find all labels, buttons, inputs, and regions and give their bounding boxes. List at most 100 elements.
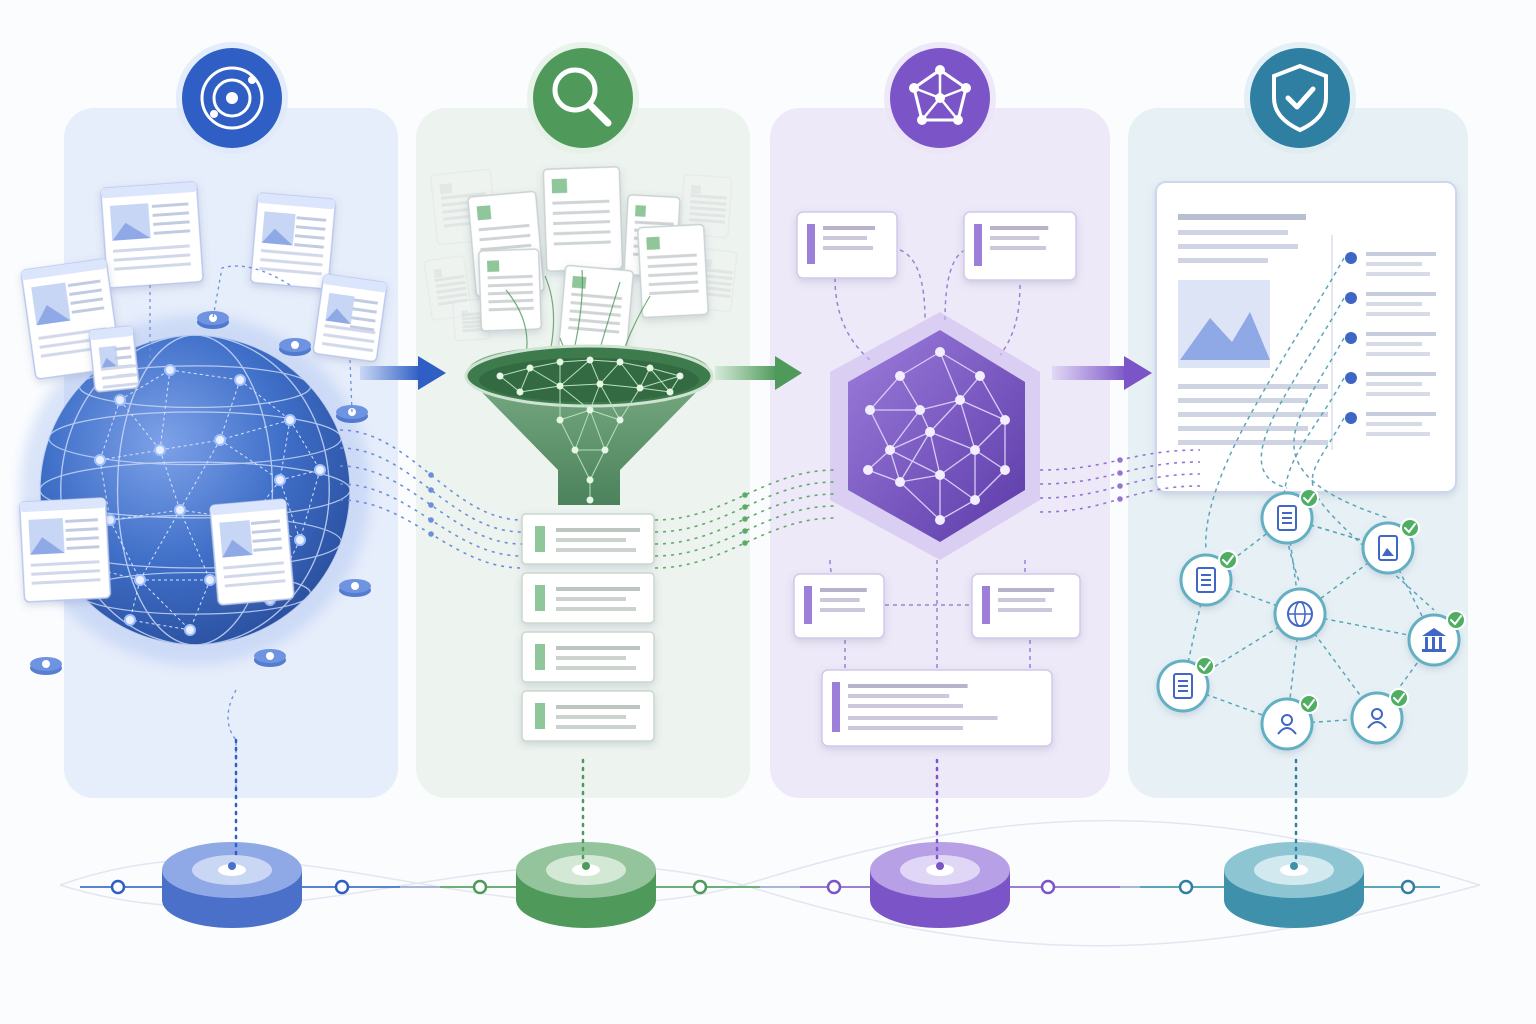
bottom-timeline bbox=[59, 738, 1481, 947]
entity-card bbox=[821, 669, 1053, 747]
timeline-stage-node bbox=[1224, 842, 1364, 928]
timeline-stage-node bbox=[870, 842, 1010, 928]
filter-node bbox=[516, 388, 524, 396]
graph-node bbox=[895, 371, 905, 381]
globe-node bbox=[124, 614, 136, 626]
graph-node bbox=[935, 515, 945, 525]
verified-check-icon bbox=[1195, 656, 1215, 676]
stage-verify-illustration bbox=[1155, 181, 1466, 751]
filter-node bbox=[571, 446, 579, 454]
timeline-dot bbox=[1040, 879, 1056, 895]
web-page-document bbox=[249, 192, 337, 290]
filter-node bbox=[636, 384, 644, 392]
candidate-document bbox=[637, 223, 709, 319]
web-page-document bbox=[100, 181, 204, 289]
timeline-dot bbox=[472, 879, 488, 895]
entity-card bbox=[796, 211, 898, 279]
user-icon bbox=[1350, 691, 1404, 745]
citation-bullet bbox=[1345, 292, 1357, 304]
globe-node bbox=[274, 474, 286, 486]
timeline-dot bbox=[1178, 879, 1194, 895]
user-icon bbox=[1260, 697, 1314, 751]
globe-node bbox=[94, 454, 106, 466]
filter-node bbox=[601, 446, 609, 454]
arrow-graph-to-verify bbox=[1052, 356, 1152, 390]
graph-node bbox=[935, 470, 945, 480]
funnel-graphic bbox=[464, 344, 714, 505]
data-source-node bbox=[339, 579, 371, 597]
candidate-document bbox=[478, 248, 542, 332]
stage-header-icons bbox=[176, 42, 1356, 154]
filter-node bbox=[666, 388, 674, 396]
verified-check-icon bbox=[1389, 688, 1409, 708]
globe-node bbox=[214, 434, 226, 446]
stage-graph-illustration bbox=[793, 211, 1081, 747]
data-source-node bbox=[30, 657, 62, 675]
filter-node bbox=[556, 358, 564, 366]
graph-node bbox=[935, 347, 945, 357]
network-graph-icon bbox=[884, 42, 996, 154]
timeline-dot bbox=[826, 879, 842, 895]
graph-node bbox=[885, 445, 895, 455]
image-document-icon bbox=[1361, 521, 1415, 575]
verified-check-icon bbox=[1446, 610, 1466, 630]
graph-node bbox=[975, 371, 985, 381]
graph-node bbox=[895, 477, 905, 487]
citation-bullet bbox=[1345, 372, 1357, 384]
globe-node bbox=[314, 464, 326, 476]
web-page-document bbox=[312, 273, 388, 363]
filter-node bbox=[616, 358, 624, 366]
filter-node bbox=[556, 382, 564, 390]
timeline-stage-node bbox=[516, 842, 656, 928]
candidate-document bbox=[679, 173, 733, 239]
search-magnifier-icon bbox=[527, 42, 639, 154]
arrow-collect-to-filter bbox=[360, 356, 446, 390]
filter-node bbox=[616, 416, 624, 424]
filter-node bbox=[596, 380, 604, 388]
flow-arrows bbox=[360, 356, 1152, 390]
verified-check-icon bbox=[1400, 518, 1420, 538]
filtered-result-card bbox=[521, 631, 655, 683]
globe-icon bbox=[1273, 587, 1327, 641]
bank-icon bbox=[1407, 613, 1461, 667]
data-source-node bbox=[279, 338, 311, 356]
web-page-document bbox=[18, 497, 112, 603]
timeline-stage-node bbox=[162, 842, 302, 928]
radar-target-icon bbox=[176, 42, 288, 154]
timeline-dot bbox=[334, 879, 350, 895]
filter-node bbox=[676, 372, 684, 380]
globe-node bbox=[174, 504, 186, 516]
citation-bullet bbox=[1345, 332, 1357, 344]
candidate-document bbox=[558, 264, 634, 356]
data-source-node bbox=[254, 649, 286, 667]
graph-node bbox=[915, 405, 925, 415]
globe-node bbox=[234, 374, 246, 386]
verified-check-icon bbox=[1299, 694, 1319, 714]
data-source-node bbox=[336, 405, 368, 423]
web-page-document bbox=[209, 498, 295, 606]
graph-node bbox=[970, 445, 980, 455]
globe-node bbox=[114, 394, 126, 406]
filter-node bbox=[586, 496, 594, 504]
data-source-node bbox=[197, 311, 229, 329]
report-image-icon bbox=[1178, 280, 1270, 368]
filter-node bbox=[586, 406, 594, 414]
globe-node bbox=[164, 364, 176, 376]
verified-check-icon bbox=[1299, 488, 1319, 508]
graph-node bbox=[865, 405, 875, 415]
filtered-result-card bbox=[521, 690, 655, 742]
timeline-dot bbox=[1400, 879, 1416, 895]
stage-filter-illustration bbox=[423, 166, 738, 742]
verified-check-icon bbox=[1218, 550, 1238, 570]
shield-check-icon bbox=[1244, 42, 1356, 154]
filtered-result-card bbox=[521, 513, 655, 565]
filter-node bbox=[556, 416, 564, 424]
filter-node bbox=[496, 372, 504, 380]
globe-node bbox=[134, 574, 146, 586]
globe-node bbox=[294, 534, 306, 546]
entity-card bbox=[971, 573, 1081, 639]
entity-card bbox=[793, 573, 885, 639]
graph-node bbox=[863, 465, 873, 475]
